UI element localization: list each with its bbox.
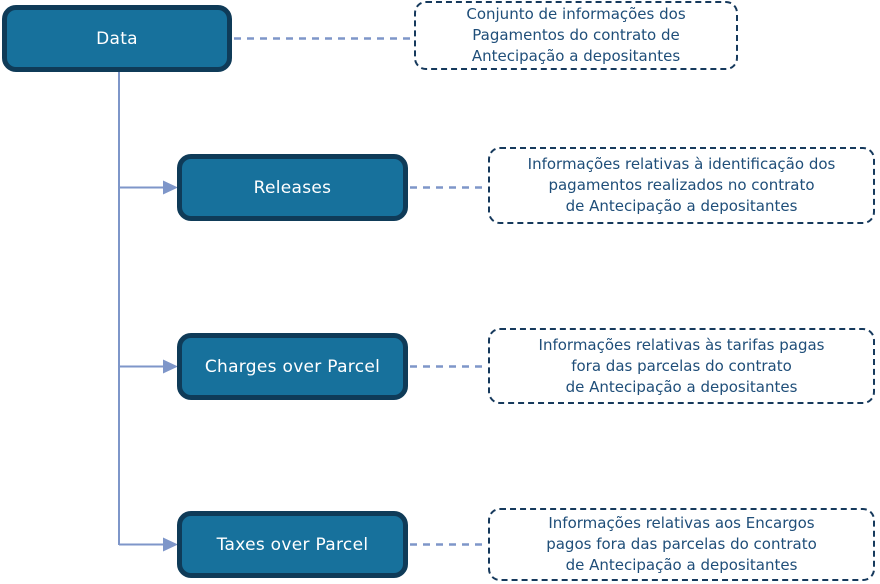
note-data: Conjunto de informações dos Pagamentos d… <box>414 1 738 70</box>
node-taxes-over-parcel-label: Taxes over Parcel <box>216 534 369 555</box>
arrowhead-icon <box>163 537 178 552</box>
note-releases: Informações relativas à identificação do… <box>488 147 875 224</box>
note-taxes-over-parcel: Informações relativas aos Encargos pagos… <box>488 508 875 581</box>
note-data-text: Conjunto de informações dos Pagamentos d… <box>466 5 686 65</box>
note-charges-over-parcel-text: Informações relativas às tarifas pagas f… <box>538 335 825 396</box>
arrowhead-icon <box>163 359 178 374</box>
arrowhead-icon <box>163 180 178 195</box>
note-taxes-over-parcel-text: Informações relativas aos Encargos pagos… <box>546 514 817 574</box>
note-charges-over-parcel: Informações relativas às tarifas pagas f… <box>488 328 875 404</box>
note-releases-text: Informações relativas à identificação do… <box>527 155 836 215</box>
node-charges-over-parcel: Charges over Parcel <box>177 333 408 400</box>
node-data: Data <box>2 5 232 72</box>
node-charges-over-parcel-label: Charges over Parcel <box>204 356 381 377</box>
node-data-label: Data <box>96 28 138 49</box>
node-releases: Releases <box>177 154 408 221</box>
node-taxes-over-parcel: Taxes over Parcel <box>177 511 408 578</box>
node-releases-label: Releases <box>253 177 332 198</box>
